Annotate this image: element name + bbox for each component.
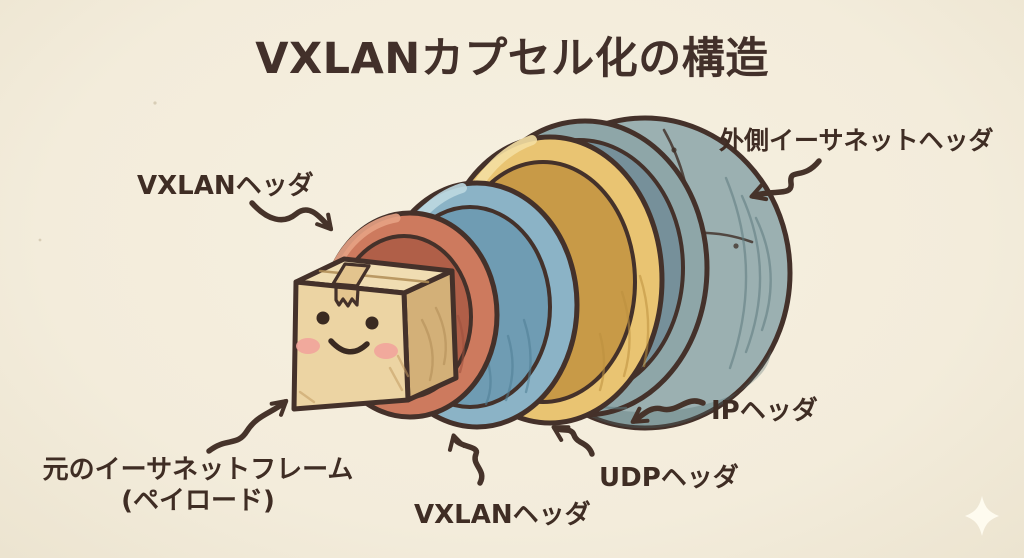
label-outer-ethernet-header: 外側イーサネットヘッダ xyxy=(719,126,994,155)
shell-hatch xyxy=(724,176,748,370)
yellow-hatch xyxy=(638,274,650,368)
label-original-frame: 元のイーサネットフレーム (ペイロード) xyxy=(32,455,364,516)
paper-speck xyxy=(38,238,42,242)
rivet xyxy=(671,147,677,153)
shell-hatch xyxy=(740,194,762,354)
label-ip-header: IPヘッダ xyxy=(711,396,818,426)
rivet xyxy=(733,243,739,249)
payload-box xyxy=(291,256,459,412)
box-hatch xyxy=(298,390,316,404)
page-title: VXLANカプセル化の構造 xyxy=(255,34,769,84)
yellow-hatch xyxy=(620,290,631,378)
blush-right xyxy=(374,343,398,359)
blush-left xyxy=(296,338,320,354)
label-original-frame-line2: (ペイロード) xyxy=(121,485,275,516)
arrow-outer-ethernet-header xyxy=(749,158,822,202)
box-hatch xyxy=(388,354,410,392)
sparkle-icon xyxy=(965,496,999,536)
arrow-ip-header xyxy=(630,398,706,424)
blue-hatch xyxy=(484,360,492,406)
arrow-vxlan-header-bottom xyxy=(447,433,485,486)
annotation-arrows xyxy=(206,158,822,486)
label-udp-header: UDPヘッダ xyxy=(599,463,739,493)
red-hatch xyxy=(456,314,465,374)
arrow-vxlan-header-top xyxy=(249,200,334,232)
blue-hatch xyxy=(522,318,532,394)
eye-right xyxy=(365,316,379,330)
arrow-udp-header xyxy=(551,425,595,457)
shell-hatch xyxy=(754,216,772,332)
smile-mouth xyxy=(328,338,370,355)
paper-speck xyxy=(153,101,157,105)
label-vxlan-header-bottom: VXLANヘッダ xyxy=(414,500,591,530)
label-vxlan-header-top: VXLANヘッダ xyxy=(137,171,314,201)
box-tape-front-zigzag xyxy=(334,285,360,308)
label-original-frame-line1: 元のイーサネットフレーム xyxy=(42,455,354,485)
eye-left xyxy=(316,311,330,325)
blue-hatch xyxy=(504,334,514,402)
box-side-hatch xyxy=(420,306,447,382)
arrow-original-frame xyxy=(206,398,289,454)
yellow-hatch xyxy=(598,332,606,392)
